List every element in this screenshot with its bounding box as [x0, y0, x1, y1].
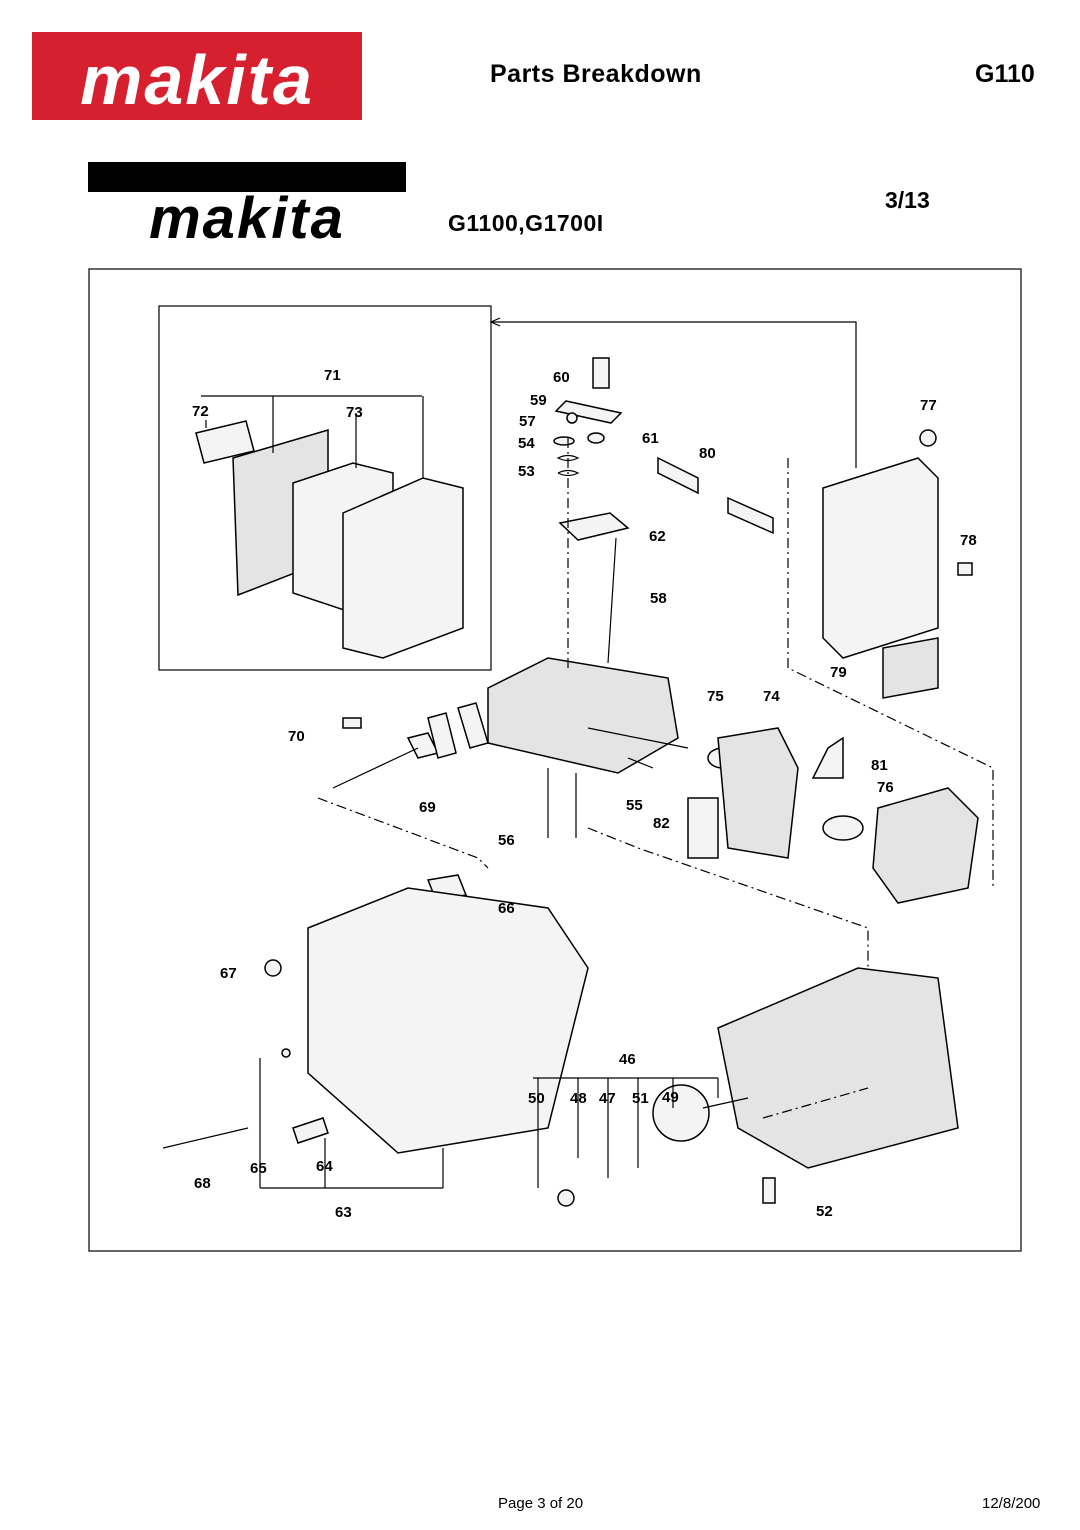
part-label-55: 55 — [626, 797, 643, 814]
gasket-flange — [427, 712, 457, 759]
part-label-69: 69 — [419, 799, 436, 816]
breather-64 — [292, 1117, 329, 1144]
part-label-56: 56 — [498, 832, 515, 849]
rocker-cover-63 — [307, 887, 589, 1154]
part-label-81: 81 — [871, 757, 888, 774]
nut-57 — [566, 412, 578, 424]
nut-77 — [919, 429, 937, 447]
insulator-74 — [717, 727, 799, 859]
gasket-76 — [822, 815, 864, 841]
models-label: G1100,G1700I — [448, 210, 604, 236]
footer-date: 12/8/200 — [982, 1495, 1041, 1512]
page-title: Parts Breakdown — [490, 60, 702, 88]
part-label-57: 57 — [519, 413, 536, 430]
part-label-73: 73 — [346, 404, 363, 421]
model-number: G110 — [975, 60, 1035, 88]
part-label-77: 77 — [920, 397, 937, 414]
pin-52 — [762, 1177, 776, 1204]
diagram-frame — [88, 268, 1022, 1252]
part-label-82: 82 — [653, 815, 670, 832]
filter-79 — [882, 637, 939, 699]
part-label-53: 53 — [518, 463, 535, 480]
inset-arrow-line — [491, 321, 857, 468]
gasket-72 — [195, 420, 255, 464]
part-label-80: 80 — [699, 445, 716, 462]
part-label-78: 78 — [960, 532, 977, 549]
part-label-71: 71 — [324, 367, 341, 384]
cylinder-head — [487, 657, 679, 774]
ring-50 — [557, 1189, 575, 1207]
air-cleaner-inset — [158, 305, 492, 671]
bolt-60 — [592, 357, 610, 389]
rocker-arm-59 — [554, 400, 623, 424]
part-label-68: 68 — [194, 1175, 211, 1192]
svg-text:makita: makita — [80, 41, 314, 119]
part-label-66: 66 — [498, 900, 515, 917]
spring-53 — [556, 454, 580, 477]
page-indicator: Page 3 of 20 — [498, 1495, 584, 1512]
part-label-61: 61 — [642, 430, 659, 447]
gasket-82 — [687, 797, 719, 859]
crankcase — [717, 967, 959, 1169]
bolt-78 — [957, 562, 973, 576]
part-label-50: 50 — [528, 1090, 545, 1107]
makita-logo-wordmark: makita — [32, 32, 362, 120]
part-label-46: 46 — [619, 1051, 636, 1068]
gasket-66-a — [457, 702, 489, 749]
part-label-75: 75 — [707, 688, 724, 705]
part-label-51: 51 — [632, 1090, 649, 1107]
part-label-70: 70 — [288, 728, 305, 745]
pipe-80 — [657, 456, 699, 495]
part-label-65: 65 — [250, 1160, 267, 1177]
part-label-54: 54 — [518, 435, 535, 452]
part-label-48: 48 — [570, 1090, 587, 1107]
part-label-49: 49 — [662, 1089, 679, 1106]
bracket-81 — [811, 736, 844, 779]
part-label-52: 52 — [816, 1203, 833, 1220]
sheet-number: 3/13 — [885, 187, 930, 213]
part-label-63: 63 — [335, 1204, 352, 1221]
bolt-68 — [162, 1127, 249, 1149]
part-label-64: 64 — [316, 1158, 333, 1175]
parts-diagram: 71 72 73 60 59 57 54 53 61 80 77 78 62 5… — [88, 268, 1022, 1252]
pipe-80-b — [727, 496, 774, 535]
part-label-58: 58 — [650, 590, 667, 607]
part-label-76: 76 — [877, 779, 894, 796]
part-label-72: 72 — [192, 403, 209, 420]
guide-plate-62 — [558, 512, 630, 541]
carburetor — [872, 787, 979, 904]
air-cleaner-cover — [342, 477, 464, 659]
part-label-62: 62 — [649, 528, 666, 545]
makita-logo: makita — [32, 32, 362, 120]
push-rod-58 — [607, 537, 617, 664]
makita-logo-black-wordmark: makita — [88, 162, 406, 251]
washer-54 — [553, 436, 575, 446]
part-label-67: 67 — [220, 965, 237, 982]
part-label-74: 74 — [763, 688, 780, 705]
part-label-59: 59 — [530, 392, 547, 409]
gear-46 — [652, 1084, 710, 1142]
fuel-tank-cover — [822, 457, 939, 659]
part-label-60: 60 — [553, 369, 570, 386]
nut-67 — [264, 959, 282, 977]
part-label-79: 79 — [830, 664, 847, 681]
part-label-47: 47 — [599, 1090, 616, 1107]
clip-65 — [281, 1048, 291, 1058]
bolt-70 — [342, 717, 362, 729]
svg-text:makita: makita — [149, 186, 345, 242]
makita-logo-black: makita — [88, 162, 406, 251]
nut-61 — [587, 432, 605, 444]
